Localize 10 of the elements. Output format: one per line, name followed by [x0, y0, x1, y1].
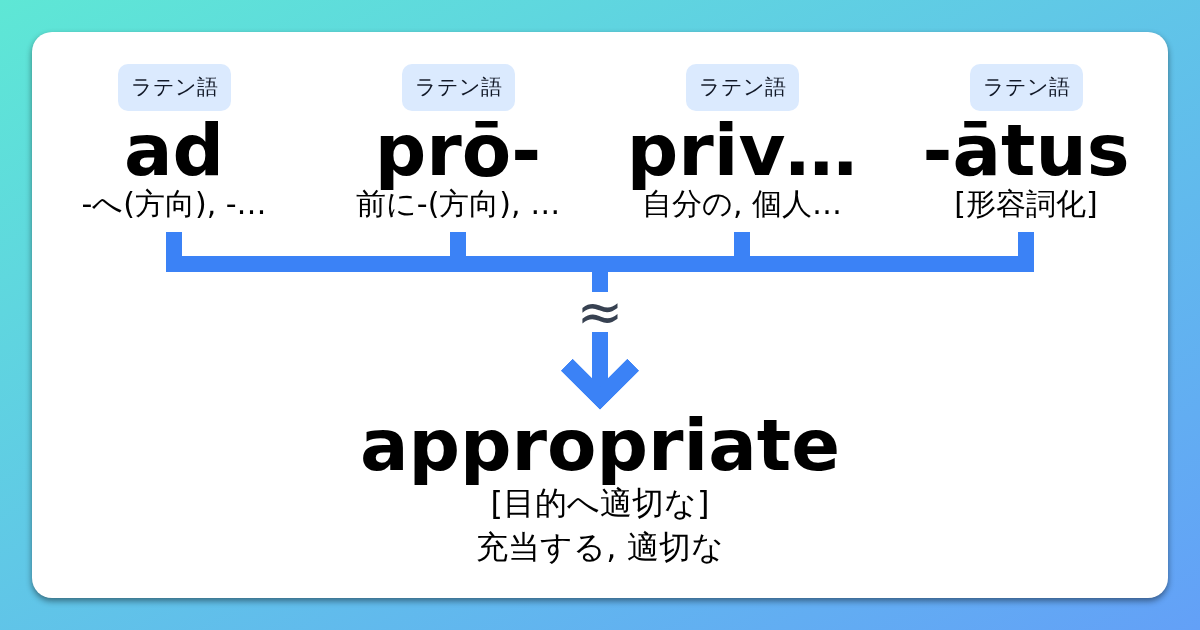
result-meaning: [目的へ適切な] — [490, 484, 710, 524]
language-tag: ラテン語 — [117, 64, 231, 111]
language-tag: ラテン語 — [969, 64, 1083, 111]
morpheme-meaning: [形容詞化] — [954, 186, 1098, 222]
language-tag: ラテン語 — [401, 64, 515, 111]
result-meaning: 充当する, 適切な — [476, 527, 724, 568]
morpheme-meaning: -へ(方向), -… — [81, 186, 267, 222]
morpheme-word: -ātus — [922, 114, 1130, 186]
language-tag: ラテン語 — [685, 64, 799, 111]
morpheme-word: ad — [123, 114, 225, 186]
